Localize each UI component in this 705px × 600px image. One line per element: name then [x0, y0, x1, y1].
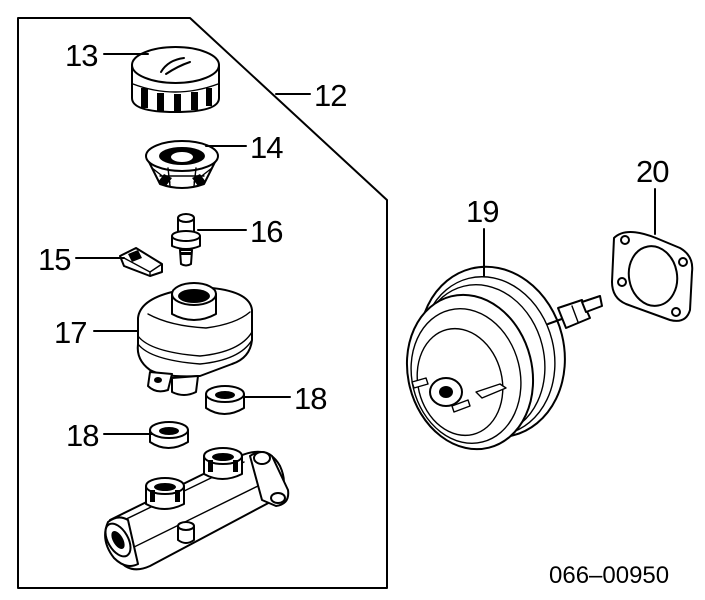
- part-16-fitting: [171, 213, 201, 267]
- callout-16: 16: [250, 214, 282, 249]
- part-18-seal-upper: [205, 385, 245, 415]
- callout-15: 15: [38, 242, 70, 277]
- part-17-reservoir-tank: [136, 282, 253, 396]
- master-cylinder-body: [104, 447, 290, 571]
- callout-17: 17: [54, 315, 86, 350]
- part-18-seal-lower: [149, 421, 189, 449]
- part-15-clip: [119, 247, 163, 277]
- part-14-strainer: [145, 140, 219, 189]
- callout-14: 14: [250, 130, 283, 165]
- assembly-boundary-12: [17, 17, 388, 589]
- leader-lines: [75, 53, 656, 435]
- callout-18-upper: 18: [294, 381, 326, 416]
- callout-18-lower: 18: [66, 418, 98, 453]
- part-20-gasket: [611, 231, 694, 322]
- callout-12: 12: [314, 78, 346, 113]
- diagram-code: 066–00950: [549, 562, 669, 589]
- part-13-reservoir-cap: [131, 46, 220, 113]
- callout-19: 19: [466, 194, 498, 229]
- callout-13: 13: [65, 38, 97, 73]
- part-19-brake-booster: [405, 265, 603, 451]
- callout-20: 20: [636, 154, 669, 189]
